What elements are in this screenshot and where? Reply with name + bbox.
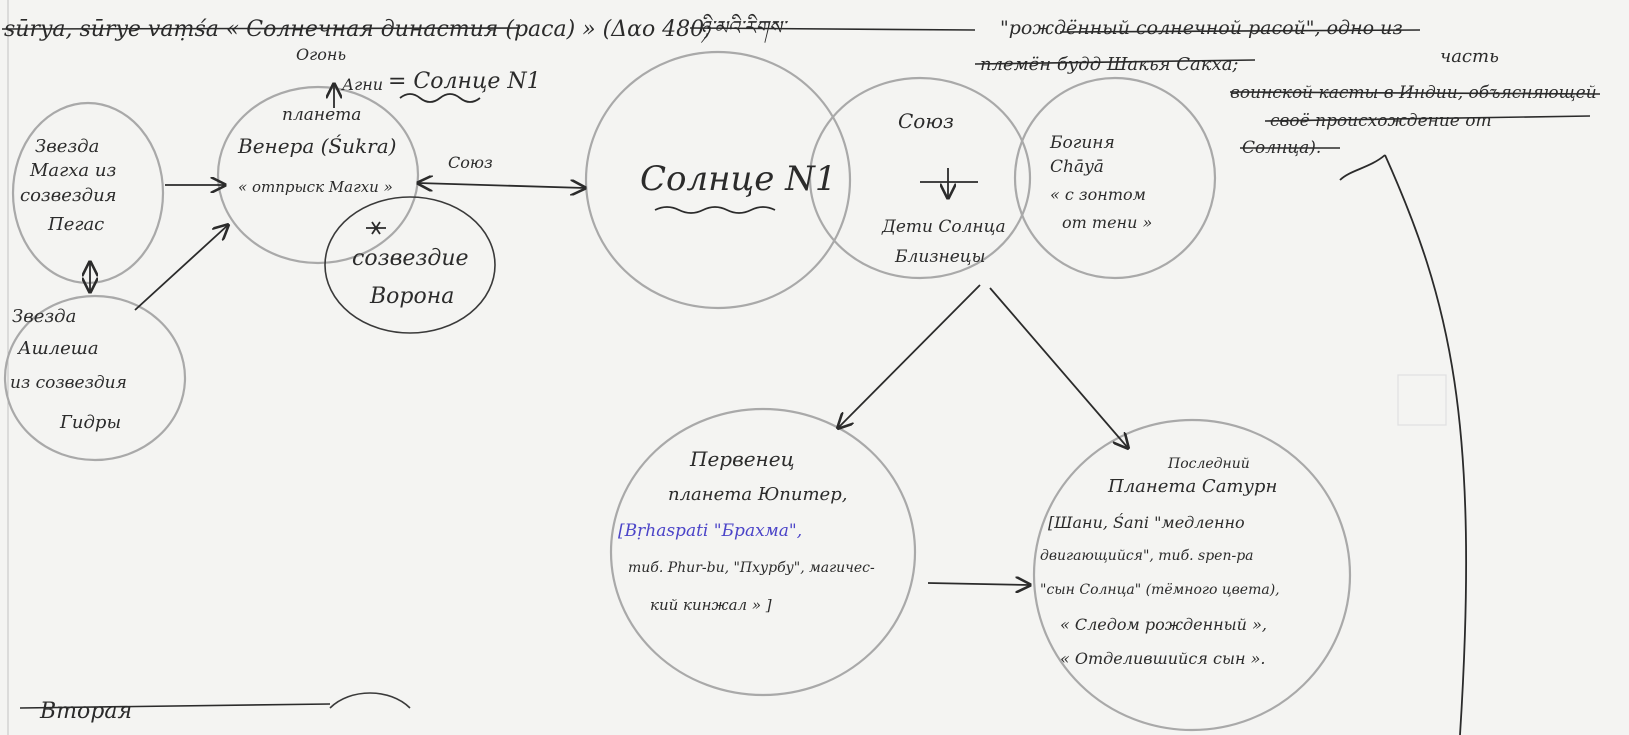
squiggle-sun-annot <box>399 93 481 103</box>
arrow-union-jupiter <box>838 284 981 428</box>
svg-text:Ашлеша: Ашлеша <box>16 338 99 359</box>
svg-text:кий кинжал » ]: кий кинжал » ] <box>650 596 772 614</box>
circle-chhaya <box>1013 76 1217 280</box>
svg-text:[Шани, Śani "медленно: [Шани, Śani "медленно <box>1048 512 1245 532</box>
svg-text:от тени »: от тени » <box>1062 213 1152 232</box>
svg-text:Агни: Агни <box>341 75 383 94</box>
label-sun-no1-annot: = Солнце N1 <box>388 69 541 94</box>
svg-text:Последний: Последний <box>1167 456 1250 472</box>
svg-text:Венера (Śukra): Венера (Śukra) <box>237 134 396 158</box>
svg-text:Ворона: Ворона <box>369 284 454 309</box>
svg-text:"сын Солнца" (тёмного цвета),: "сын Солнца" (тёмного цвета), <box>1040 582 1280 598</box>
faint-square <box>1397 374 1447 426</box>
label-fire: Огонь Агни <box>296 45 383 94</box>
svg-text:созвездия: созвездия <box>20 185 117 206</box>
margin-line <box>1384 154 1468 735</box>
node-chhaya: Богиня Chāyā « с зонтом от тени » <box>1049 133 1152 232</box>
circle-star-ashlesha <box>3 294 187 462</box>
svg-text:Chāyā: Chāyā <box>1050 157 1104 177</box>
star-mark <box>366 221 386 235</box>
header-line5: своё происхождение от <box>1270 111 1492 131</box>
node-crow: созвездие Ворона <box>352 246 469 309</box>
margin-hook <box>1339 154 1386 181</box>
arrow-jupiter-saturn <box>927 583 1030 585</box>
connectors <box>90 84 1128 585</box>
svg-text:планета Юпитер,: планета Юпитер, <box>668 484 847 505</box>
circle-jupiter <box>609 407 917 697</box>
node-union: Союз Дети Солнца Близнецы <box>881 109 1006 267</box>
arrow-venus-sun <box>418 183 585 188</box>
footer-note: Вторая <box>19 692 411 724</box>
svg-text:Дети Солнца: Дети Солнца <box>881 217 1006 237</box>
node-saturn: Последний Планета Сатурн [Шани, Śani "ме… <box>1040 456 1280 668</box>
node-star-magha: Звезда Магха из созвездия Пегас <box>20 136 117 235</box>
svg-text:двигающийся", тиб. spen-pa: двигающийся", тиб. spen-pa <box>1040 548 1254 564</box>
svg-text:[Bṛhaspati "Брахма",: [Bṛhaspati "Брахма", <box>618 521 802 541</box>
header-line3: часть <box>1440 46 1499 67</box>
svg-text:из созвездия: из созвездия <box>10 373 127 393</box>
svg-text:« Следом рожденный »,: « Следом рожденный », <box>1060 615 1267 634</box>
node-sun-no1: Солнце N1 <box>640 159 837 199</box>
svg-text:« Отделившийся сын ».: « Отделившийся сын ». <box>1060 649 1265 668</box>
svg-text:Союз: Союз <box>898 109 954 133</box>
header-line1-right: "рождённый солнечной расой", одно из <box>1000 17 1403 39</box>
svg-text:Магха из: Магха из <box>29 160 116 181</box>
label-union-small: Союз <box>448 153 493 172</box>
svg-text:Огонь: Огонь <box>296 45 346 64</box>
svg-text:« с зонтом: « с зонтом <box>1050 185 1146 204</box>
bleed-through <box>7 0 1447 735</box>
header-line2: племён будд Шакья Сакха; <box>980 54 1239 75</box>
svg-text:Гидры: Гидры <box>59 412 121 433</box>
svg-text:Звезда: Звезда <box>12 306 76 327</box>
svg-text:Вторая: Вторая <box>39 699 132 724</box>
svg-text:тиб. Phur-bu, "Пхурбу", магиче: тиб. Phur-bu, "Пхурбу", магичес- <box>628 560 875 576</box>
arrow-ashlesha-to-venus <box>134 225 228 311</box>
svg-text:созвездие: созвездие <box>352 246 469 271</box>
circle-saturn <box>1032 418 1352 732</box>
svg-text:Близнецы: Близнецы <box>894 247 986 267</box>
svg-text:Планета Сатурн: Планета Сатурн <box>1107 476 1277 497</box>
node-jupiter: Первенец планета Юпитер, [Bṛhaspati "Бра… <box>618 447 875 614</box>
header-notes: sūrya, sūrye vaṃśa « Солнечная династия … <box>1 13 1601 158</box>
svg-text:Первенец: Первенец <box>689 447 795 471</box>
circle-union <box>808 76 1032 280</box>
svg-text:Пегас: Пегас <box>47 214 104 235</box>
svg-text:планета: планета <box>282 105 361 125</box>
svg-text:Богиня: Богиня <box>1049 133 1115 153</box>
arrow-union-saturn <box>989 287 1128 448</box>
squiggle-sun-no1 <box>654 206 776 214</box>
node-star-ashlesha: Звезда Ашлеша из созвездия Гидры <box>10 306 127 433</box>
circle-crow <box>324 196 496 334</box>
svg-text:Звезда: Звезда <box>35 136 99 157</box>
svg-text:« отпрыск Магхи »: « отпрыск Магхи » <box>238 178 393 196</box>
node-venus: планета Венера (Śukra) « отпрыск Магхи » <box>237 105 396 196</box>
